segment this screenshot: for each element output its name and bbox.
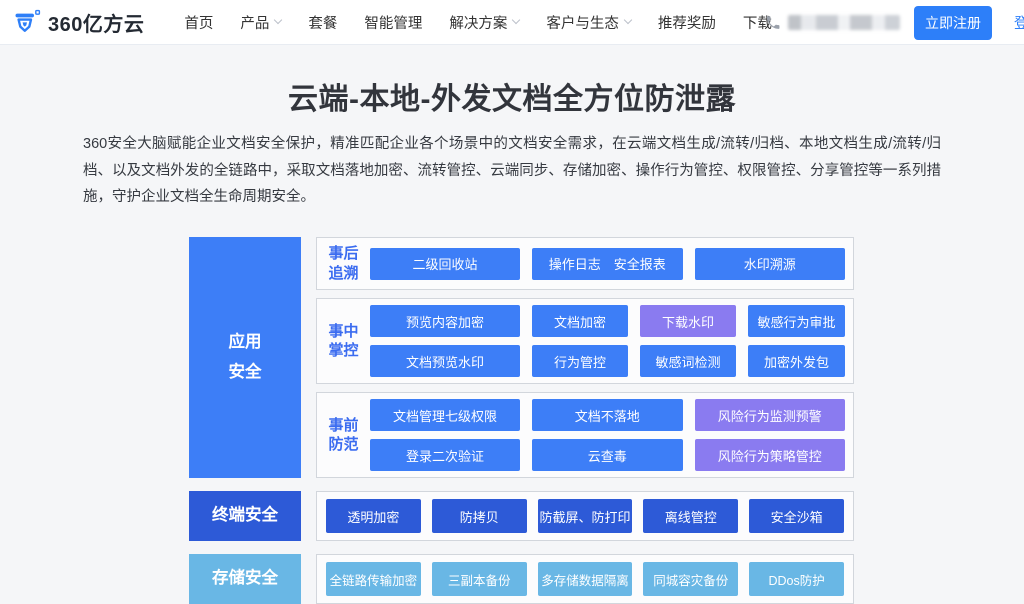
login-link[interactable]: 登录 bbox=[1014, 16, 1024, 32]
terminal-security-panel: 透明加密 防拷贝 防截屏、防打印 离线管控 安全沙箱 bbox=[316, 491, 854, 542]
panel-after-incident-trace: 事后 追溯 二级回收站 操作日志 安全报表 水印溯源 bbox=[316, 237, 854, 291]
feature-box: 离线管控 bbox=[643, 499, 739, 534]
nav-item-download[interactable]: 下载 bbox=[742, 15, 772, 32]
section-label: 事后 追溯 bbox=[328, 245, 359, 282]
nav-item-solutions[interactable]: 解决方案 bbox=[449, 12, 521, 33]
phone-icon bbox=[765, 15, 780, 30]
panel-in-process-control: 事中 掌控 预览内容加密 文档加密 下载水印 敏感行为审批 文档预览水印 行为管… bbox=[316, 298, 854, 385]
storage-security-panel: 全链路传输加密 三副本备份 多存储数据隔离 同城容灾备份 DDos防护 bbox=[316, 554, 854, 604]
feature-box: 风险行为策略管控 bbox=[694, 439, 845, 472]
nav-item-products[interactable]: 产品 bbox=[240, 12, 283, 33]
category-terminal-security: 终端安全 bbox=[189, 491, 301, 542]
feature-box: DDos防护 bbox=[749, 562, 844, 597]
feature-box: 预览内容加密 bbox=[370, 305, 520, 338]
feature-box: 行为管控 bbox=[532, 345, 628, 378]
register-button[interactable]: 立即注册 bbox=[914, 5, 992, 40]
phone-number-redacted bbox=[788, 15, 900, 30]
panel-pre-incident-prevention: 事前 防范 文档管理七级权限 文档不落地 风险行为监测预警 登录二次验证 云查毒… bbox=[316, 392, 854, 479]
page-title: 云端-本地-外发文档全方位防泄露 bbox=[288, 83, 736, 116]
feature-box: 多存储数据隔离 bbox=[537, 562, 633, 597]
security-architecture-diagram: 应用 安全 事后 追溯 二级回收站 操作日志 安全报表 水印溯源 事中 掌控 预… bbox=[189, 237, 854, 604]
feature-box: 文档加密 bbox=[532, 305, 628, 338]
terminal-security-group: 终端安全 透明加密 防拷贝 防截屏、防打印 离线管控 安全沙箱 bbox=[189, 491, 854, 542]
feature-box: 防截屏、防打印 bbox=[537, 499, 633, 534]
application-security-group: 应用 安全 事后 追溯 二级回收站 操作日志 安全报表 水印溯源 事中 掌控 预… bbox=[189, 237, 854, 479]
feature-box: 文档预览水印 bbox=[370, 345, 520, 378]
logo-shield-icon bbox=[14, 9, 41, 36]
storage-security-group: 存储安全 全链路传输加密 三副本备份 多存储数据隔离 同城容灾备份 DDos防护 bbox=[189, 554, 854, 604]
main-nav: 首页 产品 套餐 智能管理 解决方案 客户与生态 推荐奖励 下载 bbox=[184, 12, 772, 33]
nav-item-referral-rewards[interactable]: 推荐奖励 bbox=[657, 15, 716, 32]
chevron-down-icon bbox=[274, 15, 283, 25]
feature-box: 同城容灾备份 bbox=[643, 562, 739, 597]
nav-item-smart-management[interactable]: 智能管理 bbox=[364, 15, 423, 32]
nav-item-customers-ecosystem[interactable]: 客户与生态 bbox=[546, 12, 633, 33]
feature-box: 敏感词检测 bbox=[640, 345, 736, 378]
section-label: 事前 防范 bbox=[328, 416, 359, 454]
nav-item-home[interactable]: 首页 bbox=[184, 15, 214, 32]
application-security-panels: 事后 追溯 二级回收站 操作日志 安全报表 水印溯源 事中 掌控 预览内容加密 … bbox=[316, 237, 854, 479]
feature-box: 透明加密 bbox=[326, 499, 421, 534]
navbar-right-group: 立即注册 登录 bbox=[765, 0, 1024, 45]
feature-box: 文档不落地 bbox=[532, 399, 683, 432]
chevron-down-icon bbox=[512, 15, 521, 25]
feature-box: 登录二次验证 bbox=[370, 439, 520, 472]
page-main: 云端-本地-外发文档全方位防泄露 360安全大脑赋能企业文档安全保护，精准匹配企… bbox=[0, 74, 1024, 604]
section-label: 事中 掌控 bbox=[328, 322, 359, 360]
feature-box: 云查毒 bbox=[532, 439, 683, 472]
feature-box: 风险行为监测预警 bbox=[694, 399, 845, 432]
top-navbar: 360亿方云 首页 产品 套餐 智能管理 解决方案 客户与生态 推荐奖励 下载 … bbox=[0, 0, 1024, 45]
feature-box: 水印溯源 bbox=[694, 247, 845, 280]
feature-box: 文档管理七级权限 bbox=[370, 399, 520, 432]
category-storage-security: 存储安全 bbox=[189, 554, 301, 604]
page-description: 360安全大脑赋能企业文档安全保护，精准匹配企业各个场景中的文档安全需求，在云端… bbox=[83, 136, 941, 206]
nav-item-plans[interactable]: 套餐 bbox=[308, 15, 338, 32]
category-application-security: 应用 安全 bbox=[189, 237, 301, 479]
logo[interactable]: 360亿方云 bbox=[14, 8, 144, 37]
logo-text: 360亿方云 bbox=[48, 13, 145, 36]
feature-box: 全链路传输加密 bbox=[326, 562, 421, 597]
feature-box: 敏感行为审批 bbox=[748, 305, 845, 338]
feature-box: 防拷贝 bbox=[431, 499, 527, 534]
feature-box: 三副本备份 bbox=[431, 562, 527, 597]
feature-box: 操作日志 安全报表 bbox=[532, 247, 683, 280]
feature-box: 下载水印 bbox=[640, 305, 736, 338]
feature-box: 二级回收站 bbox=[370, 247, 520, 280]
chevron-down-icon bbox=[623, 15, 633, 25]
feature-box: 加密外发包 bbox=[748, 345, 845, 378]
feature-box: 安全沙箱 bbox=[749, 499, 844, 534]
